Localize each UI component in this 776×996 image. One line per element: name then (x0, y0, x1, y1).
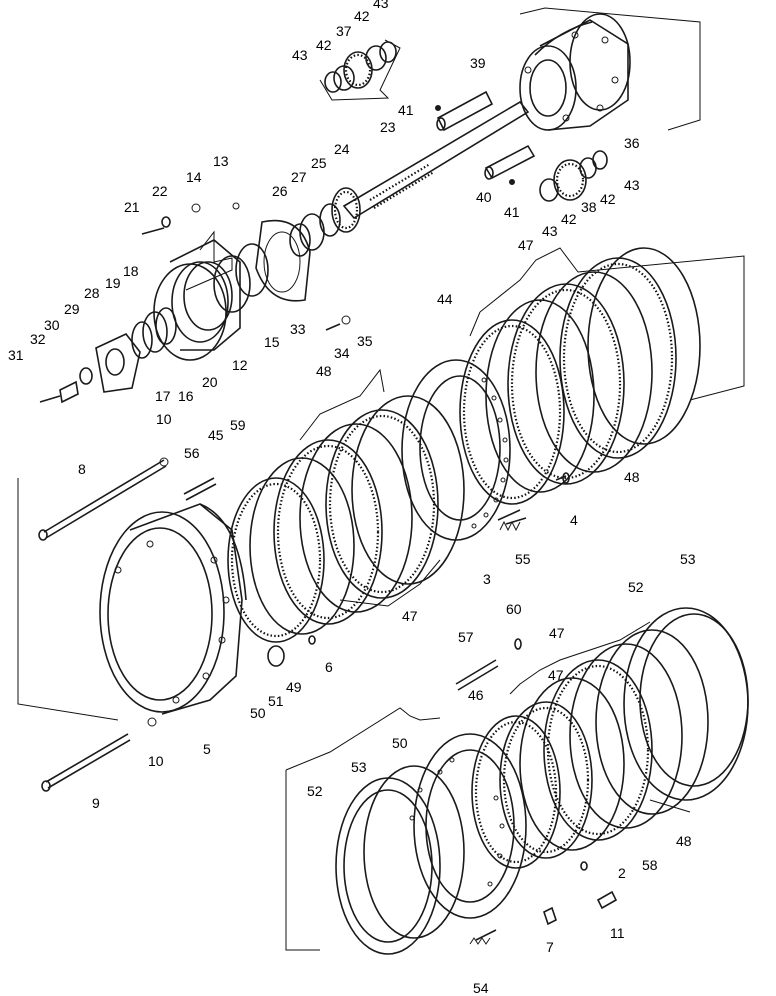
seal-ring-group (39, 202, 351, 404)
callout-50-lower: 50 (392, 735, 408, 751)
callout-11: 11 (610, 925, 625, 941)
callout-16: 16 (178, 388, 194, 404)
bearing-gear-assembly (255, 187, 361, 302)
callout-57: 57 (458, 629, 474, 645)
planet-gear-upper-group (319, 39, 401, 101)
callout-28: 28 (84, 285, 100, 301)
callout-40: 40 (476, 189, 492, 205)
callout-47-upper: 47 (518, 237, 534, 253)
clutch-housing (17, 478, 247, 721)
callout-60: 60 (506, 601, 522, 617)
callout-19: 19 (105, 275, 121, 291)
callout-47-middle: 47 (402, 608, 418, 624)
callout-17: 17 (155, 388, 171, 404)
callout-6: 6 (325, 659, 333, 675)
callout-7: 7 (546, 939, 554, 955)
callout-42-d: 42 (600, 191, 616, 207)
callout-42-c: 42 (561, 211, 577, 227)
upper-clutch-pack (459, 247, 745, 505)
callout-52-left: 52 (307, 783, 323, 799)
callout-47-lower-b: 47 (548, 667, 564, 683)
callout-9: 9 (92, 795, 100, 811)
callout-14: 14 (186, 169, 202, 185)
callout-47-lower-a: 47 (549, 625, 565, 641)
callout-37: 37 (336, 23, 352, 39)
callout-32: 32 (30, 331, 46, 347)
callout-23: 23 (380, 119, 396, 135)
callout-20: 20 (202, 374, 218, 390)
callout-46: 46 (468, 687, 484, 703)
callout-39: 39 (470, 55, 486, 71)
callout-3: 3 (483, 571, 491, 587)
callout-53-right: 53 (680, 551, 696, 567)
callout-33: 33 (290, 321, 306, 337)
callout-15: 15 (264, 334, 280, 350)
callout-35: 35 (357, 333, 373, 349)
callout-42-a: 42 (316, 37, 332, 53)
callout-13: 13 (213, 153, 229, 169)
callout-49: 49 (286, 679, 302, 695)
callout-58: 58 (642, 857, 658, 873)
callout-36: 36 (624, 135, 640, 151)
callout-4: 4 (570, 512, 578, 528)
callout-41-bottom: 41 (504, 204, 520, 220)
middle-clutch-pack (227, 368, 465, 643)
carrier-housing (519, 7, 701, 131)
callout-29: 29 (64, 301, 80, 317)
callout-43-a: 43 (292, 47, 308, 63)
callout-8: 8 (78, 461, 86, 477)
callout-41-top: 41 (398, 102, 414, 118)
tie-bolts (38, 457, 522, 792)
callout-48-upper: 48 (624, 469, 640, 485)
callout-labels: 2 3 4 5 6 7 8 9 10 10 11 12 13 14 15 16 … (8, 0, 696, 996)
callout-44: 44 (437, 291, 453, 307)
main-shaft (342, 90, 536, 220)
callout-50-left: 50 (250, 705, 266, 721)
callout-52-right: 52 (628, 579, 644, 595)
callout-18: 18 (123, 263, 139, 279)
callout-26: 26 (272, 183, 288, 199)
lower-clutch-pack (499, 607, 749, 859)
callout-43-c: 43 (542, 223, 558, 239)
callout-10-top: 10 (156, 411, 172, 427)
callout-22: 22 (152, 183, 168, 199)
planet-gear-lower-group (539, 150, 608, 202)
callout-53-left: 53 (351, 759, 367, 775)
piston-plate (401, 359, 567, 541)
callout-12: 12 (232, 357, 248, 373)
callout-43-b: 43 (373, 0, 389, 11)
callout-2: 2 (618, 865, 626, 881)
callout-34: 34 (334, 345, 350, 361)
callout-43-d: 43 (624, 177, 640, 193)
callout-45: 45 (208, 427, 224, 443)
callout-10-bottom: 10 (148, 753, 164, 769)
callout-54: 54 (473, 980, 489, 996)
callout-42-b: 42 (354, 8, 370, 24)
callout-30: 30 (44, 317, 60, 333)
lower-piston-group (285, 472, 618, 955)
callout-59: 59 (230, 417, 246, 433)
callout-25: 25 (311, 155, 327, 171)
callout-55: 55 (515, 551, 531, 567)
callout-48-lower: 48 (676, 833, 692, 849)
callout-48-middle: 48 (316, 363, 332, 379)
callout-21: 21 (124, 199, 140, 215)
callout-31: 31 (8, 347, 24, 363)
callout-56: 56 (184, 445, 200, 461)
callout-24: 24 (334, 141, 350, 157)
callout-5: 5 (203, 741, 211, 757)
callout-27: 27 (291, 169, 307, 185)
callout-51: 51 (268, 693, 284, 709)
callout-38: 38 (581, 199, 597, 215)
